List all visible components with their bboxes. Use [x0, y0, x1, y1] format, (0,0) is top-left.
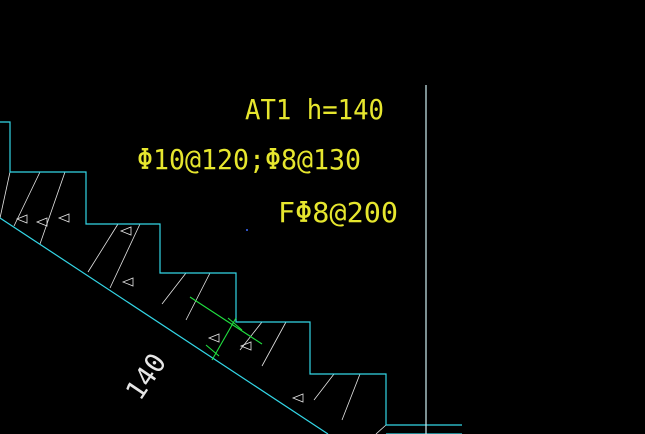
aggregate-triangle-mark	[15, 214, 28, 224]
drawing-point-marker	[246, 229, 248, 231]
hatch-line	[39, 171, 66, 245]
aggregate-triangle-mark	[119, 226, 132, 236]
thickness-dimension	[189, 296, 263, 361]
hatch-line	[261, 321, 287, 367]
hatch-line	[109, 223, 141, 289]
aggregate-triangle-mark	[239, 341, 252, 351]
aggregate-triangle-mark	[207, 333, 220, 343]
hatch-line	[375, 424, 387, 434]
hatch-line	[185, 272, 211, 321]
dimension-tick-top	[227, 317, 243, 331]
dimension-tick-bottom	[205, 344, 220, 357]
hatch-line	[13, 171, 41, 227]
hatch-line	[341, 373, 361, 421]
main-rebar-label: Φ10@120;Φ8@130	[137, 143, 361, 176]
hatch-line	[0, 171, 11, 219]
hatch-line	[161, 272, 187, 305]
stair-soffit-line	[0, 217, 329, 434]
aggregate-triangle-mark	[291, 393, 304, 403]
hatch-line	[313, 373, 335, 401]
stair-type-label: AT1 h=140	[245, 93, 384, 126]
aggregate-triangle-mark	[121, 277, 134, 287]
aggregate-triangle-mark	[57, 213, 70, 223]
dimension-extension-line-top	[189, 296, 263, 345]
stair-step-outline	[0, 121, 462, 426]
distribution-rebar-label: FΦ8@200	[278, 196, 398, 229]
aggregate-triangle-mark	[35, 217, 48, 227]
hatch-line	[87, 223, 119, 273]
